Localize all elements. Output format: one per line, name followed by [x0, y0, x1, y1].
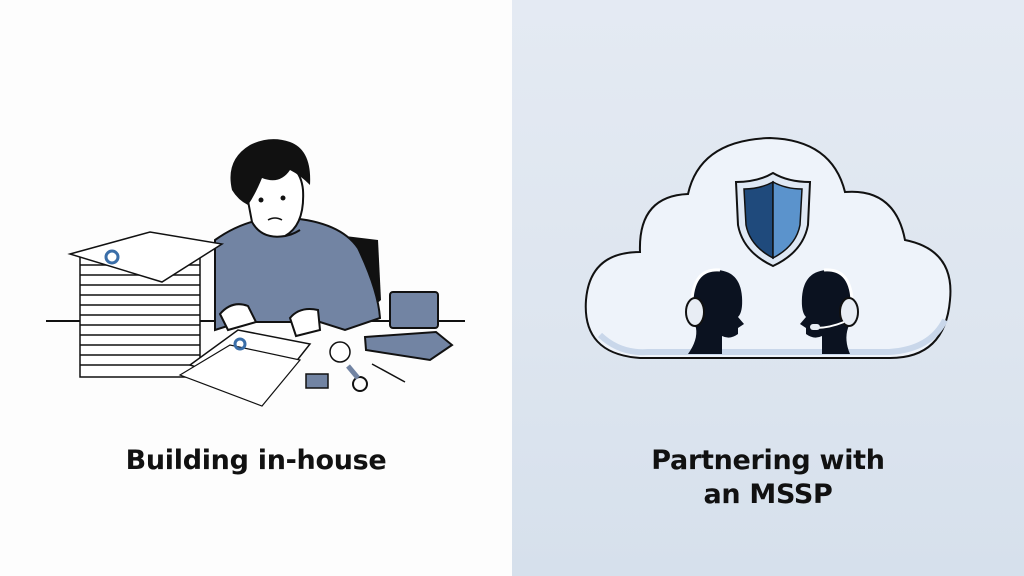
- shield-icon: [734, 171, 812, 268]
- mssp-panel: Partnering with an MSSP: [512, 0, 1024, 576]
- in-house-panel: Building in-house: [0, 139, 512, 478]
- in-house-caption-text: Building in-house: [125, 445, 387, 476]
- mssp-caption: Partnering with an MSSP: [512, 444, 1024, 512]
- person-at-desk-icon: [46, 139, 465, 407]
- in-house-caption: Building in-house: [0, 444, 512, 478]
- mssp-caption-line2: an MSSP: [703, 479, 833, 510]
- agent-right-headset-icon: [800, 268, 859, 354]
- mssp-caption-line1: Partnering with: [651, 445, 885, 476]
- agent-left-headset-icon: [685, 268, 744, 354]
